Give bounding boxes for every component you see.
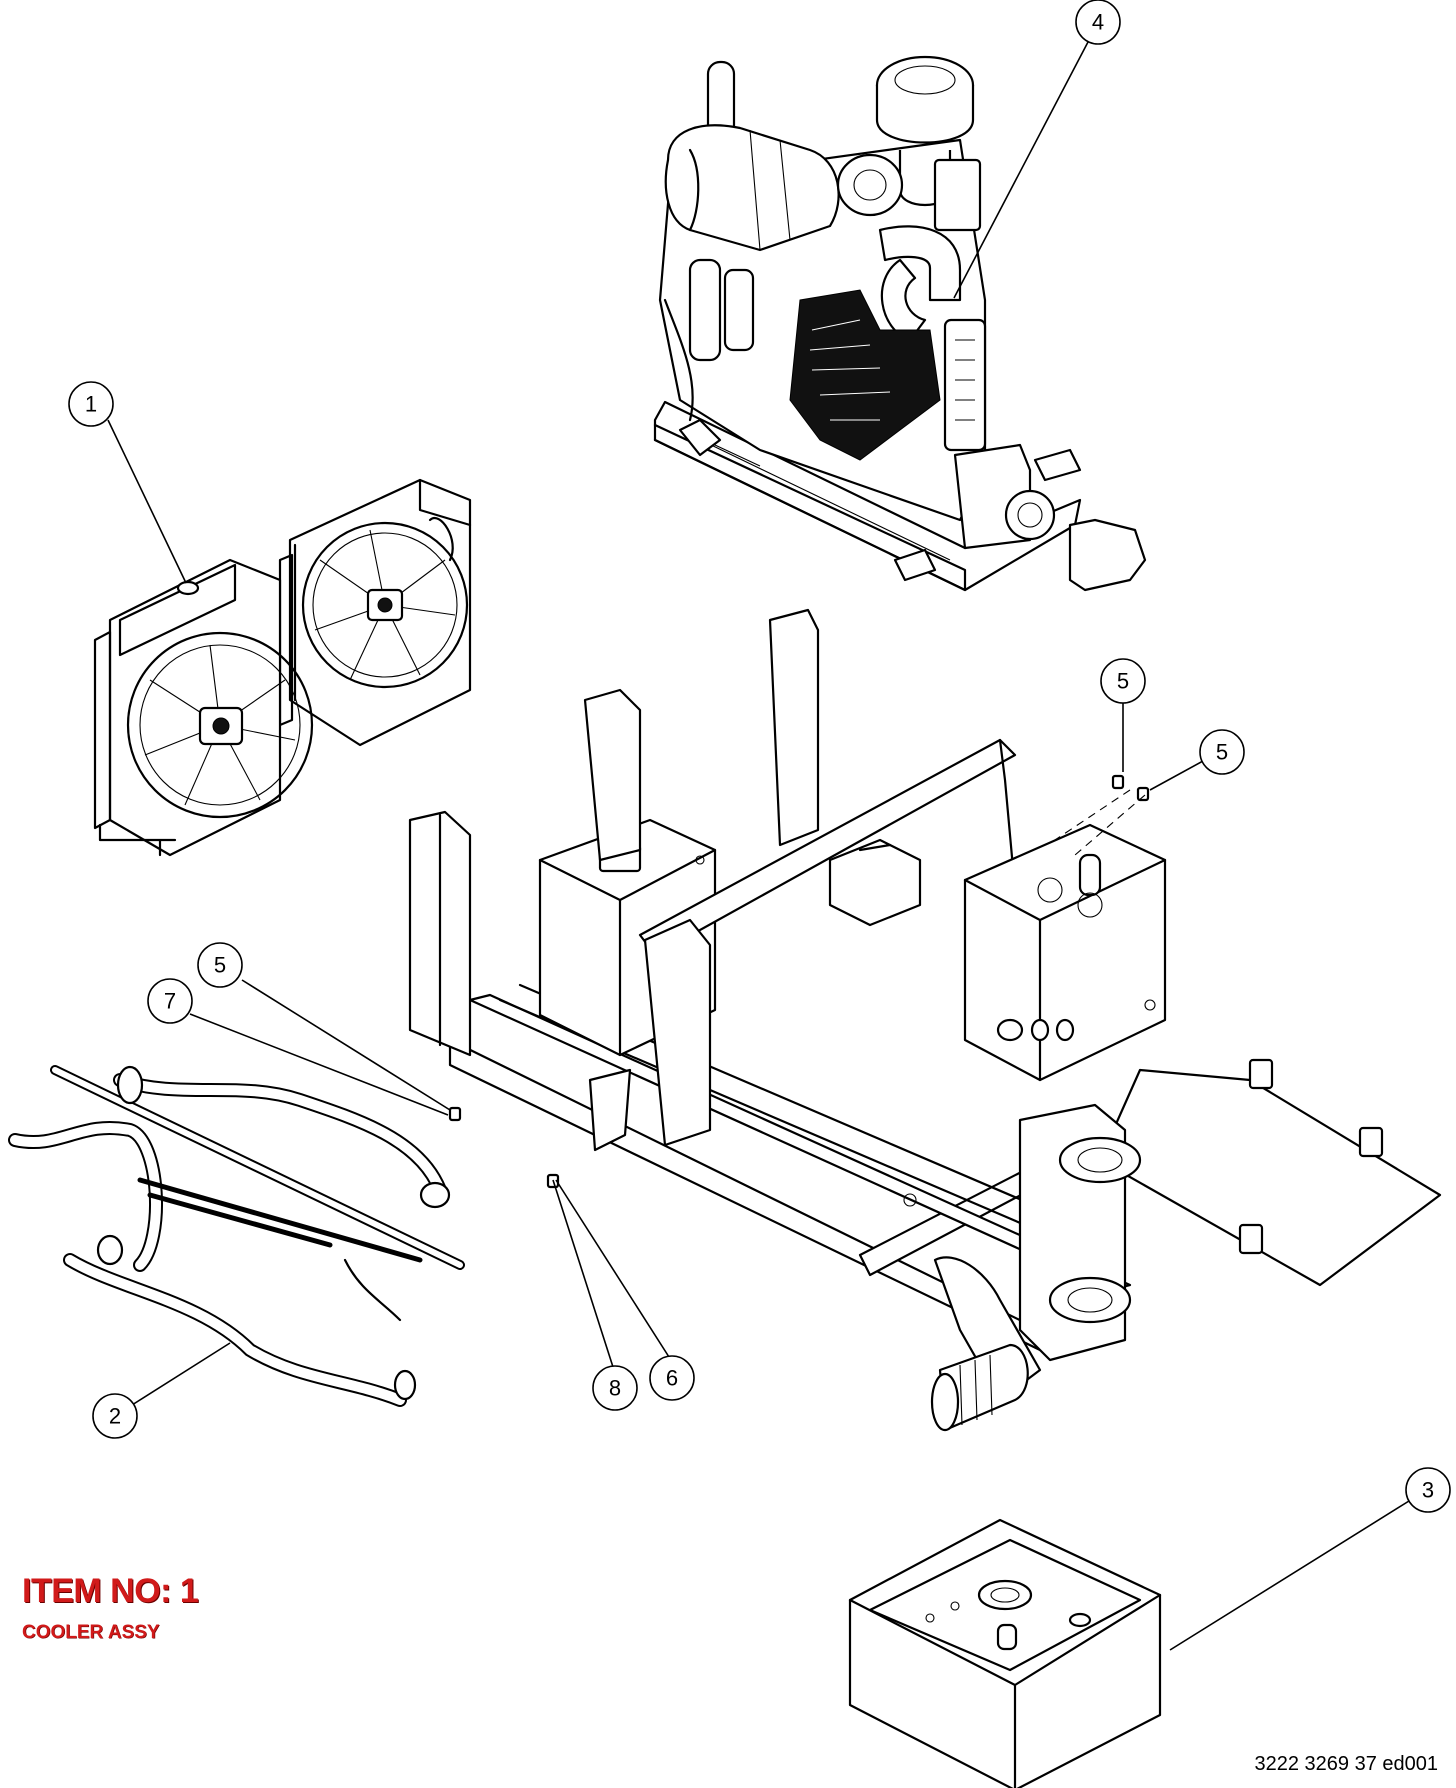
callout-label: 4 bbox=[1092, 10, 1104, 35]
callout-bubble-2: 2 bbox=[92, 1393, 138, 1439]
callout-bubble-7: 7 bbox=[147, 978, 193, 1024]
callout-bubble-5-upper-right: 5 bbox=[1199, 729, 1245, 775]
engine-assembly bbox=[653, 55, 1147, 592]
callout-label: 8 bbox=[609, 1376, 621, 1401]
callout-label: 5 bbox=[1117, 669, 1129, 694]
callout-label: 7 bbox=[164, 989, 176, 1014]
callout-leaders bbox=[107, 41, 1410, 1651]
callout-label: 5 bbox=[214, 953, 226, 978]
callout-bubble-3: 3 bbox=[1405, 1467, 1451, 1513]
callout-bubble-5-lower: 5 bbox=[197, 942, 243, 988]
hose-assembly bbox=[8, 1065, 465, 1407]
callout-label: 2 bbox=[109, 1404, 121, 1429]
callout-label: 1 bbox=[85, 392, 97, 417]
callout-bubble-4: 4 bbox=[1075, 0, 1121, 45]
main-frame bbox=[408, 608, 1442, 1432]
item-number-title: ITEM NO: 1 bbox=[22, 1572, 199, 1610]
callout-label: 6 bbox=[666, 1366, 678, 1391]
callout-bubble-6: 6 bbox=[649, 1355, 695, 1401]
callout-label: 3 bbox=[1422, 1478, 1434, 1503]
document-reference: 3222 3269 37 ed001 bbox=[1254, 1753, 1438, 1775]
fasteners bbox=[448, 774, 1150, 1189]
callout-bubble-5-upper-left: 5 bbox=[1100, 658, 1146, 704]
fuel-tank bbox=[848, 1518, 1162, 1788]
callout-bubble-1: 1 bbox=[68, 381, 114, 427]
callout-label: 5 bbox=[1216, 740, 1228, 765]
callout-bubble-8: 8 bbox=[592, 1365, 638, 1411]
cooler-assembly bbox=[93, 478, 472, 857]
item-description: COOLER ASSY bbox=[22, 1622, 160, 1643]
